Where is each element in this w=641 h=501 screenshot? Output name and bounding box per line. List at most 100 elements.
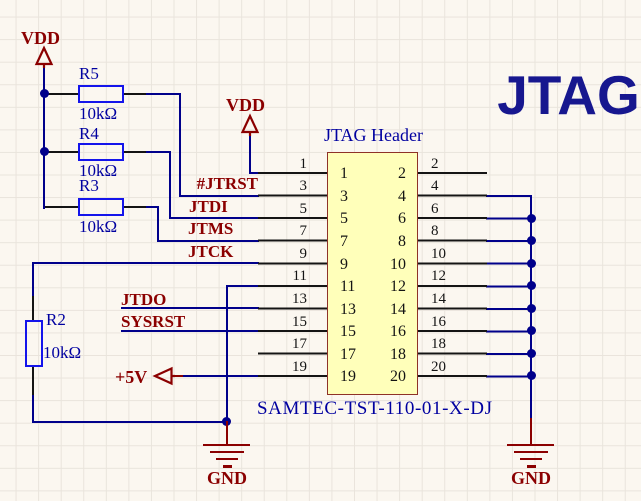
pin-designator: 5 xyxy=(299,200,308,217)
pin-name: 10 xyxy=(390,255,406,273)
junction-dot xyxy=(40,89,49,98)
gnd-right-bar xyxy=(520,458,542,460)
plus5v-power-arrow-icon[interactable] xyxy=(152,366,175,386)
resistor-r4-body[interactable] xyxy=(78,143,124,161)
wire-vdd2-drop[interactable] xyxy=(249,135,251,174)
gnd-right-bar xyxy=(507,444,554,446)
pin-name: 2 xyxy=(398,165,406,183)
junction-dot xyxy=(527,259,536,268)
wire-jtck[interactable] xyxy=(32,262,259,264)
wire-r3-drop[interactable] xyxy=(157,206,159,242)
wire-pin1[interactable] xyxy=(249,172,259,174)
net-label-jtdi[interactable]: JTDI xyxy=(189,197,228,216)
wire-plus5v[interactable] xyxy=(182,375,259,377)
net-label-jtrst[interactable]: #JTRST xyxy=(196,174,258,193)
gnd-right-bar xyxy=(514,451,548,453)
gnd-right-label[interactable]: GND xyxy=(511,468,551,488)
r2-pin-top xyxy=(32,296,34,320)
pin-name: 15 xyxy=(340,323,356,341)
vdd-power-arrow-icon[interactable] xyxy=(34,45,54,68)
wire-pin11[interactable] xyxy=(226,285,259,287)
pin-name: 4 xyxy=(398,187,406,205)
pin-designator: 20 xyxy=(431,358,446,375)
junction-dot xyxy=(527,281,536,290)
plus5v-label[interactable]: +5V xyxy=(115,367,148,387)
r2-value: 10kΩ xyxy=(43,343,82,362)
header-left-pins xyxy=(258,172,329,378)
r4-pin-right xyxy=(123,151,146,153)
gnd-right-bar xyxy=(527,465,536,468)
wire-r2-top[interactable] xyxy=(32,262,34,296)
junction-dot xyxy=(527,304,536,313)
pin-designator: 19 xyxy=(292,358,307,375)
r4-designator: R4 xyxy=(79,124,99,143)
pin-name: 12 xyxy=(390,278,406,296)
junction-dot xyxy=(527,236,536,245)
plus5v-tail xyxy=(173,375,183,377)
sheet-title: JTAG xyxy=(497,64,640,126)
r3-designator: R3 xyxy=(79,176,99,195)
pin-designator: 15 xyxy=(292,313,307,330)
wire-vdd-rail[interactable] xyxy=(43,64,45,209)
net-label-sysrst[interactable]: SYSRST xyxy=(121,312,186,331)
net-label-jtms[interactable]: JTMS xyxy=(188,219,234,238)
wire-jtdi[interactable] xyxy=(169,217,259,219)
wire-jtrst[interactable] xyxy=(179,195,259,197)
r2-designator: R2 xyxy=(46,310,66,329)
pin-name: 19 xyxy=(340,368,356,386)
gnd-right-stem[interactable] xyxy=(530,418,532,445)
wire-gnd-run[interactable] xyxy=(32,421,228,423)
wire-r4-out[interactable] xyxy=(145,151,171,153)
junction-dot xyxy=(527,326,536,335)
wires-right-pin-stubs[interactable] xyxy=(486,195,532,378)
wire-jtms[interactable] xyxy=(157,240,259,242)
r5-value: 10kΩ xyxy=(79,104,118,123)
resistor-r2-body[interactable] xyxy=(25,320,43,367)
pin-designator: 9 xyxy=(299,245,308,262)
gnd-left-bar xyxy=(203,444,250,446)
net-label-jtck[interactable]: JTCK xyxy=(188,242,234,261)
pin-designator: 10 xyxy=(431,245,446,262)
vdd-mid-label[interactable]: VDD xyxy=(226,95,265,115)
r3-pin-right xyxy=(123,206,146,208)
gnd-left-bar xyxy=(210,451,244,453)
pin-name: 1 xyxy=(340,165,348,183)
wire-r4-drop[interactable] xyxy=(169,151,171,219)
vdd-power-arrow-icon[interactable] xyxy=(240,113,260,136)
r2-pin-bottom xyxy=(32,367,34,395)
pin-name: 3 xyxy=(340,187,348,205)
pin-designator: 17 xyxy=(292,336,307,353)
wire-r2-bottom[interactable] xyxy=(32,394,34,423)
pin-name: 14 xyxy=(390,300,406,318)
jtag-header-body[interactable] xyxy=(327,152,418,395)
wire-jtdo[interactable] xyxy=(121,307,259,309)
r5-pin-right xyxy=(123,93,146,95)
pin-designator: 11 xyxy=(292,268,307,285)
gnd-left-stem[interactable] xyxy=(226,421,228,445)
junction-dot xyxy=(527,371,536,380)
pin-designator: 6 xyxy=(431,200,439,217)
pin-designator: 18 xyxy=(431,336,446,353)
resistor-r5-body[interactable] xyxy=(78,85,124,103)
jtag-header-part-number: SAMTEC-TST-110-01-X-DJ xyxy=(257,398,493,419)
net-label-jtdo[interactable]: JTDO xyxy=(121,290,167,309)
pin-designator: 4 xyxy=(431,178,439,195)
pin-name: 20 xyxy=(390,368,406,386)
wire-sysrst[interactable] xyxy=(121,330,259,332)
resistor-r3-body[interactable] xyxy=(78,198,124,216)
pin-designator: 14 xyxy=(431,290,446,307)
pin-name: 9 xyxy=(340,255,348,273)
wire-pin11-gnd-drop[interactable] xyxy=(226,285,228,423)
pin-designator: 16 xyxy=(431,313,446,330)
vdd-left-label[interactable]: VDD xyxy=(21,28,60,48)
pin-name: 16 xyxy=(390,323,406,341)
wire-r3-out[interactable] xyxy=(145,206,159,208)
pin-name: 7 xyxy=(340,232,348,250)
wire-r5-drop[interactable] xyxy=(179,93,181,197)
wire-r5-out[interactable] xyxy=(145,93,181,95)
gnd-left-label[interactable]: GND xyxy=(207,468,247,488)
